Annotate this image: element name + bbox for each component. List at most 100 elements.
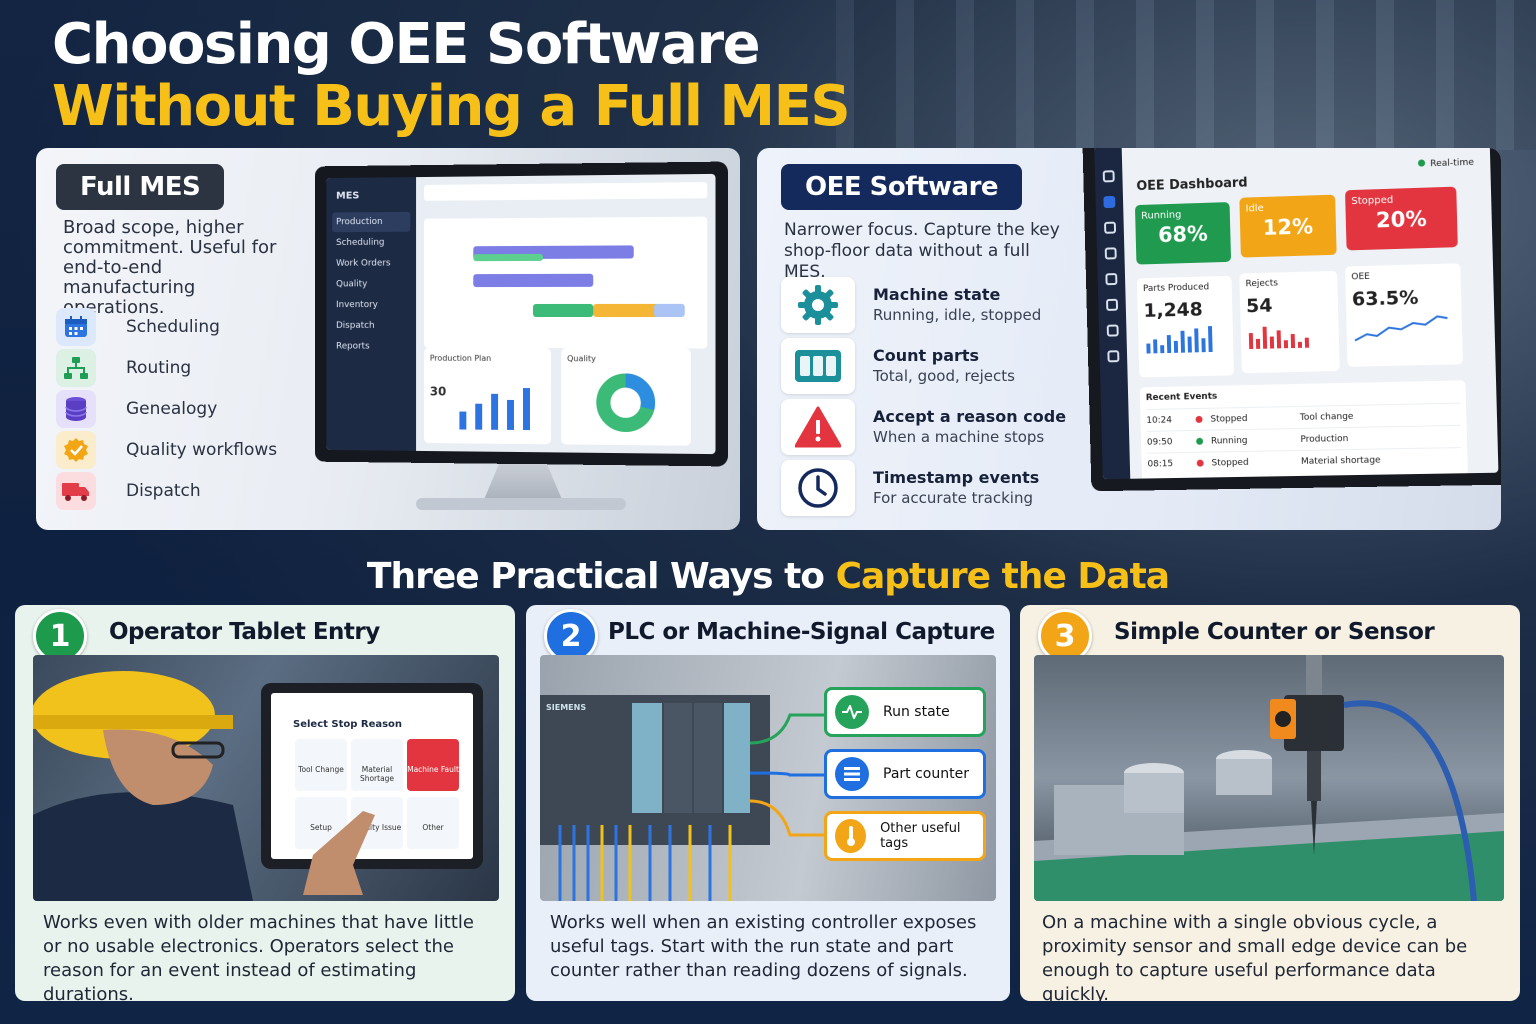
title-line-2: Without Buying a Full MES xyxy=(52,76,849,138)
event-time: 09:50 xyxy=(1147,436,1196,447)
list-item: Scheduling xyxy=(56,306,277,347)
mes-menu-item[interactable]: Production xyxy=(332,212,410,232)
mes-main: Production Plan 30 Quality xyxy=(416,174,715,454)
page-title: Choosing OEE Software Without Buying a F… xyxy=(52,14,849,138)
plc-brand: SIEMENS xyxy=(546,703,586,712)
kpi-value: 12% xyxy=(1246,214,1330,241)
mes-sidebar: MES Production Scheduling Work Orders Qu… xyxy=(326,177,416,451)
feature-title: Machine state xyxy=(873,285,1041,305)
flowchart-icon xyxy=(56,349,96,387)
stat-label: Rejects xyxy=(1245,277,1331,289)
home-icon[interactable] xyxy=(1103,196,1115,208)
list-item: Count partsTotal, good, rejects xyxy=(781,335,1066,396)
production-plan-label: Production Plan xyxy=(430,354,545,363)
way-description: Works well when an existing controller e… xyxy=(550,911,992,983)
stat-label: OEE xyxy=(1351,269,1454,282)
list-item: Machine stateRunning, idle, stopped xyxy=(781,274,1066,335)
feature-label: Routing xyxy=(126,358,191,378)
stop-reason-button[interactable]: Other xyxy=(407,797,459,849)
tag-label: Run state xyxy=(883,704,950,720)
truck-icon xyxy=(56,472,96,510)
nav-icon[interactable] xyxy=(1107,350,1119,362)
thermometer-icon xyxy=(835,819,866,853)
full-mes-description: Broad scope, higher commitment. Useful f… xyxy=(63,218,298,318)
stop-reason-button-selected[interactable]: Machine Fault xyxy=(407,739,459,791)
stop-reason-button[interactable]: Tool Change xyxy=(295,739,347,791)
tag-run-state: Run state xyxy=(824,687,986,737)
mes-monitor: MES Production Scheduling Work Orders Qu… xyxy=(315,162,728,467)
status-dot xyxy=(1197,460,1204,467)
sensor-photo xyxy=(1034,655,1504,901)
feature-label: Quality workflows xyxy=(126,440,277,460)
quality-label: Quality xyxy=(567,354,685,363)
kpi-running: Running 68% xyxy=(1135,202,1231,264)
operator-tablet-photo: Select Stop Reason Tool Change Material … xyxy=(33,655,499,901)
tablet-heading: Select Stop Reason xyxy=(293,719,402,730)
way-title: PLC or Machine-Signal Capture xyxy=(608,619,995,645)
counter-icon xyxy=(781,338,855,394)
check-badge-icon xyxy=(56,431,96,469)
feature-subtitle: Running, idle, stopped xyxy=(873,305,1041,325)
nav-icon[interactable] xyxy=(1104,222,1116,234)
recent-events-title: Recent Events xyxy=(1146,386,1460,403)
kpi-label: Idle xyxy=(1245,201,1329,215)
clock-icon xyxy=(781,460,855,516)
feature-label: Genealogy xyxy=(126,399,217,419)
way-description: Works even with older machines that have… xyxy=(43,911,497,1001)
plc-cabinet-photo: SIEMENS Run state Part counter Other use… xyxy=(540,655,996,901)
mes-screen: MES Production Scheduling Work Orders Qu… xyxy=(326,174,715,454)
mes-menu-item[interactable]: Quality xyxy=(332,274,410,294)
mes-menu-item[interactable]: Inventory xyxy=(332,295,410,315)
mes-menu-item[interactable]: Scheduling xyxy=(332,233,410,253)
event-reason: Tool change xyxy=(1300,411,1354,422)
mes-menu-item[interactable]: Dispatch xyxy=(332,316,410,336)
full-mes-feature-list: Scheduling Routing Genealogy Quality wor… xyxy=(56,306,277,512)
oee-dashboard: OEE Dashboard Real-time Running 68% Idle… xyxy=(1122,148,1499,479)
kpi-idle: Idle 12% xyxy=(1239,195,1336,258)
stat-parts-produced: Parts Produced 1,248 xyxy=(1137,276,1234,378)
tag-label: Part counter xyxy=(883,766,969,782)
database-icon xyxy=(56,390,96,428)
kpi-label: Running xyxy=(1141,208,1224,222)
tag-label: Other useful tags xyxy=(880,821,983,851)
monitor-base xyxy=(416,498,626,510)
list-item: Timestamp eventsFor accurate tracking xyxy=(781,457,1066,518)
event-state: Running xyxy=(1211,434,1301,446)
status-dot xyxy=(1196,438,1203,445)
feature-title: Accept a reason code xyxy=(873,407,1066,427)
stop-reason-button[interactable]: Material Shortage xyxy=(351,739,403,791)
stat-value: 54 xyxy=(1246,293,1332,317)
mes-menu-item[interactable]: Reports xyxy=(332,337,410,357)
nav-icon[interactable] xyxy=(1106,299,1118,311)
parts-sparkbar xyxy=(1144,324,1224,354)
recent-events-table: Recent Events 10:24 Stopped Tool change … xyxy=(1140,380,1468,479)
nav-icon[interactable] xyxy=(1107,324,1119,336)
oee-trend-line xyxy=(1352,312,1450,345)
list-item: Quality workflows xyxy=(56,430,277,471)
event-reason: Material shortage xyxy=(1301,455,1381,466)
feature-subtitle: When a machine stops xyxy=(873,427,1066,447)
nav-icon[interactable] xyxy=(1105,273,1117,285)
way-card-plc-capture: 2 PLC or Machine-Signal Capture SIEMENS … xyxy=(526,605,1010,1001)
gear-icon xyxy=(781,277,855,333)
production-bar-chart xyxy=(453,382,543,433)
table-row: 08:15 Stopped Material shortage xyxy=(1147,447,1461,474)
way-card-counter-sensor: 3 Simple Counter or Sensor On a machine … xyxy=(1020,605,1520,1001)
section-title-highlight: Capture the Data xyxy=(836,556,1170,597)
section-title: Three Practical Ways to Capture the Data xyxy=(0,556,1536,597)
way-title: Simple Counter or Sensor xyxy=(1114,619,1434,645)
menu-icon[interactable] xyxy=(1103,170,1115,182)
event-reason: Production xyxy=(1300,434,1348,445)
oee-feature-list: Machine stateRunning, idle, stopped Coun… xyxy=(781,274,1066,518)
stat-oee: OEE 63.5% xyxy=(1345,263,1463,367)
feature-subtitle: Total, good, rejects xyxy=(873,366,1015,386)
monitor-stand xyxy=(483,464,563,502)
stat-rejects: Rejects 54 xyxy=(1239,271,1339,373)
feature-subtitle: For accurate tracking xyxy=(873,488,1039,508)
pulse-icon xyxy=(835,695,869,729)
nav-icon[interactable] xyxy=(1105,247,1117,259)
status-dot xyxy=(1196,416,1203,423)
mes-menu-item[interactable]: Work Orders xyxy=(332,254,410,274)
list-item: Genealogy xyxy=(56,388,277,429)
feature-label: Scheduling xyxy=(126,317,220,337)
